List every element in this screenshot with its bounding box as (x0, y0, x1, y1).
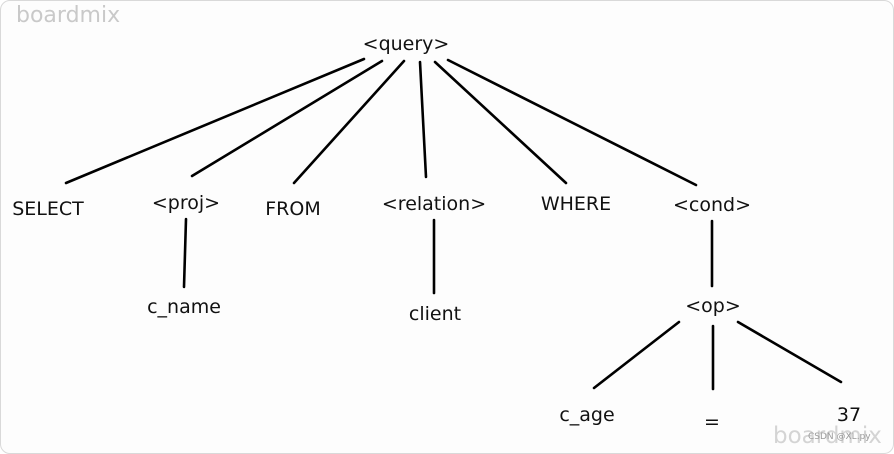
node-cname: c_name (147, 296, 221, 318)
credit-text: CSDN @XL.py (808, 432, 871, 442)
node-select: SELECT (12, 198, 84, 220)
watermark-top-left: boardmix (16, 3, 121, 28)
edge-op-cage (592, 320, 681, 390)
watermark-bottom-right: boardmix (773, 423, 882, 449)
node-cond: <cond> (673, 194, 751, 216)
node-relation: <relation> (382, 193, 486, 215)
node-equals: = (704, 411, 720, 433)
edge-query-proj (190, 59, 384, 178)
edge-proj-cname (182, 217, 188, 289)
node-query: <query> (363, 33, 450, 55)
node-client: client (409, 303, 461, 325)
edge-op-37 (736, 320, 843, 384)
node-op: <op> (685, 295, 741, 317)
edge-query-where (433, 60, 568, 185)
node-proj: <proj> (152, 192, 220, 214)
edge-query-cond (446, 58, 698, 187)
node-cage: c_age (559, 404, 614, 426)
node-from: FROM (265, 198, 320, 220)
node-37: 37 (837, 404, 861, 426)
edge-query-select (64, 57, 366, 185)
node-where: WHERE (541, 193, 611, 215)
edge-query-from (292, 59, 406, 185)
edge-query-relation (418, 60, 428, 179)
